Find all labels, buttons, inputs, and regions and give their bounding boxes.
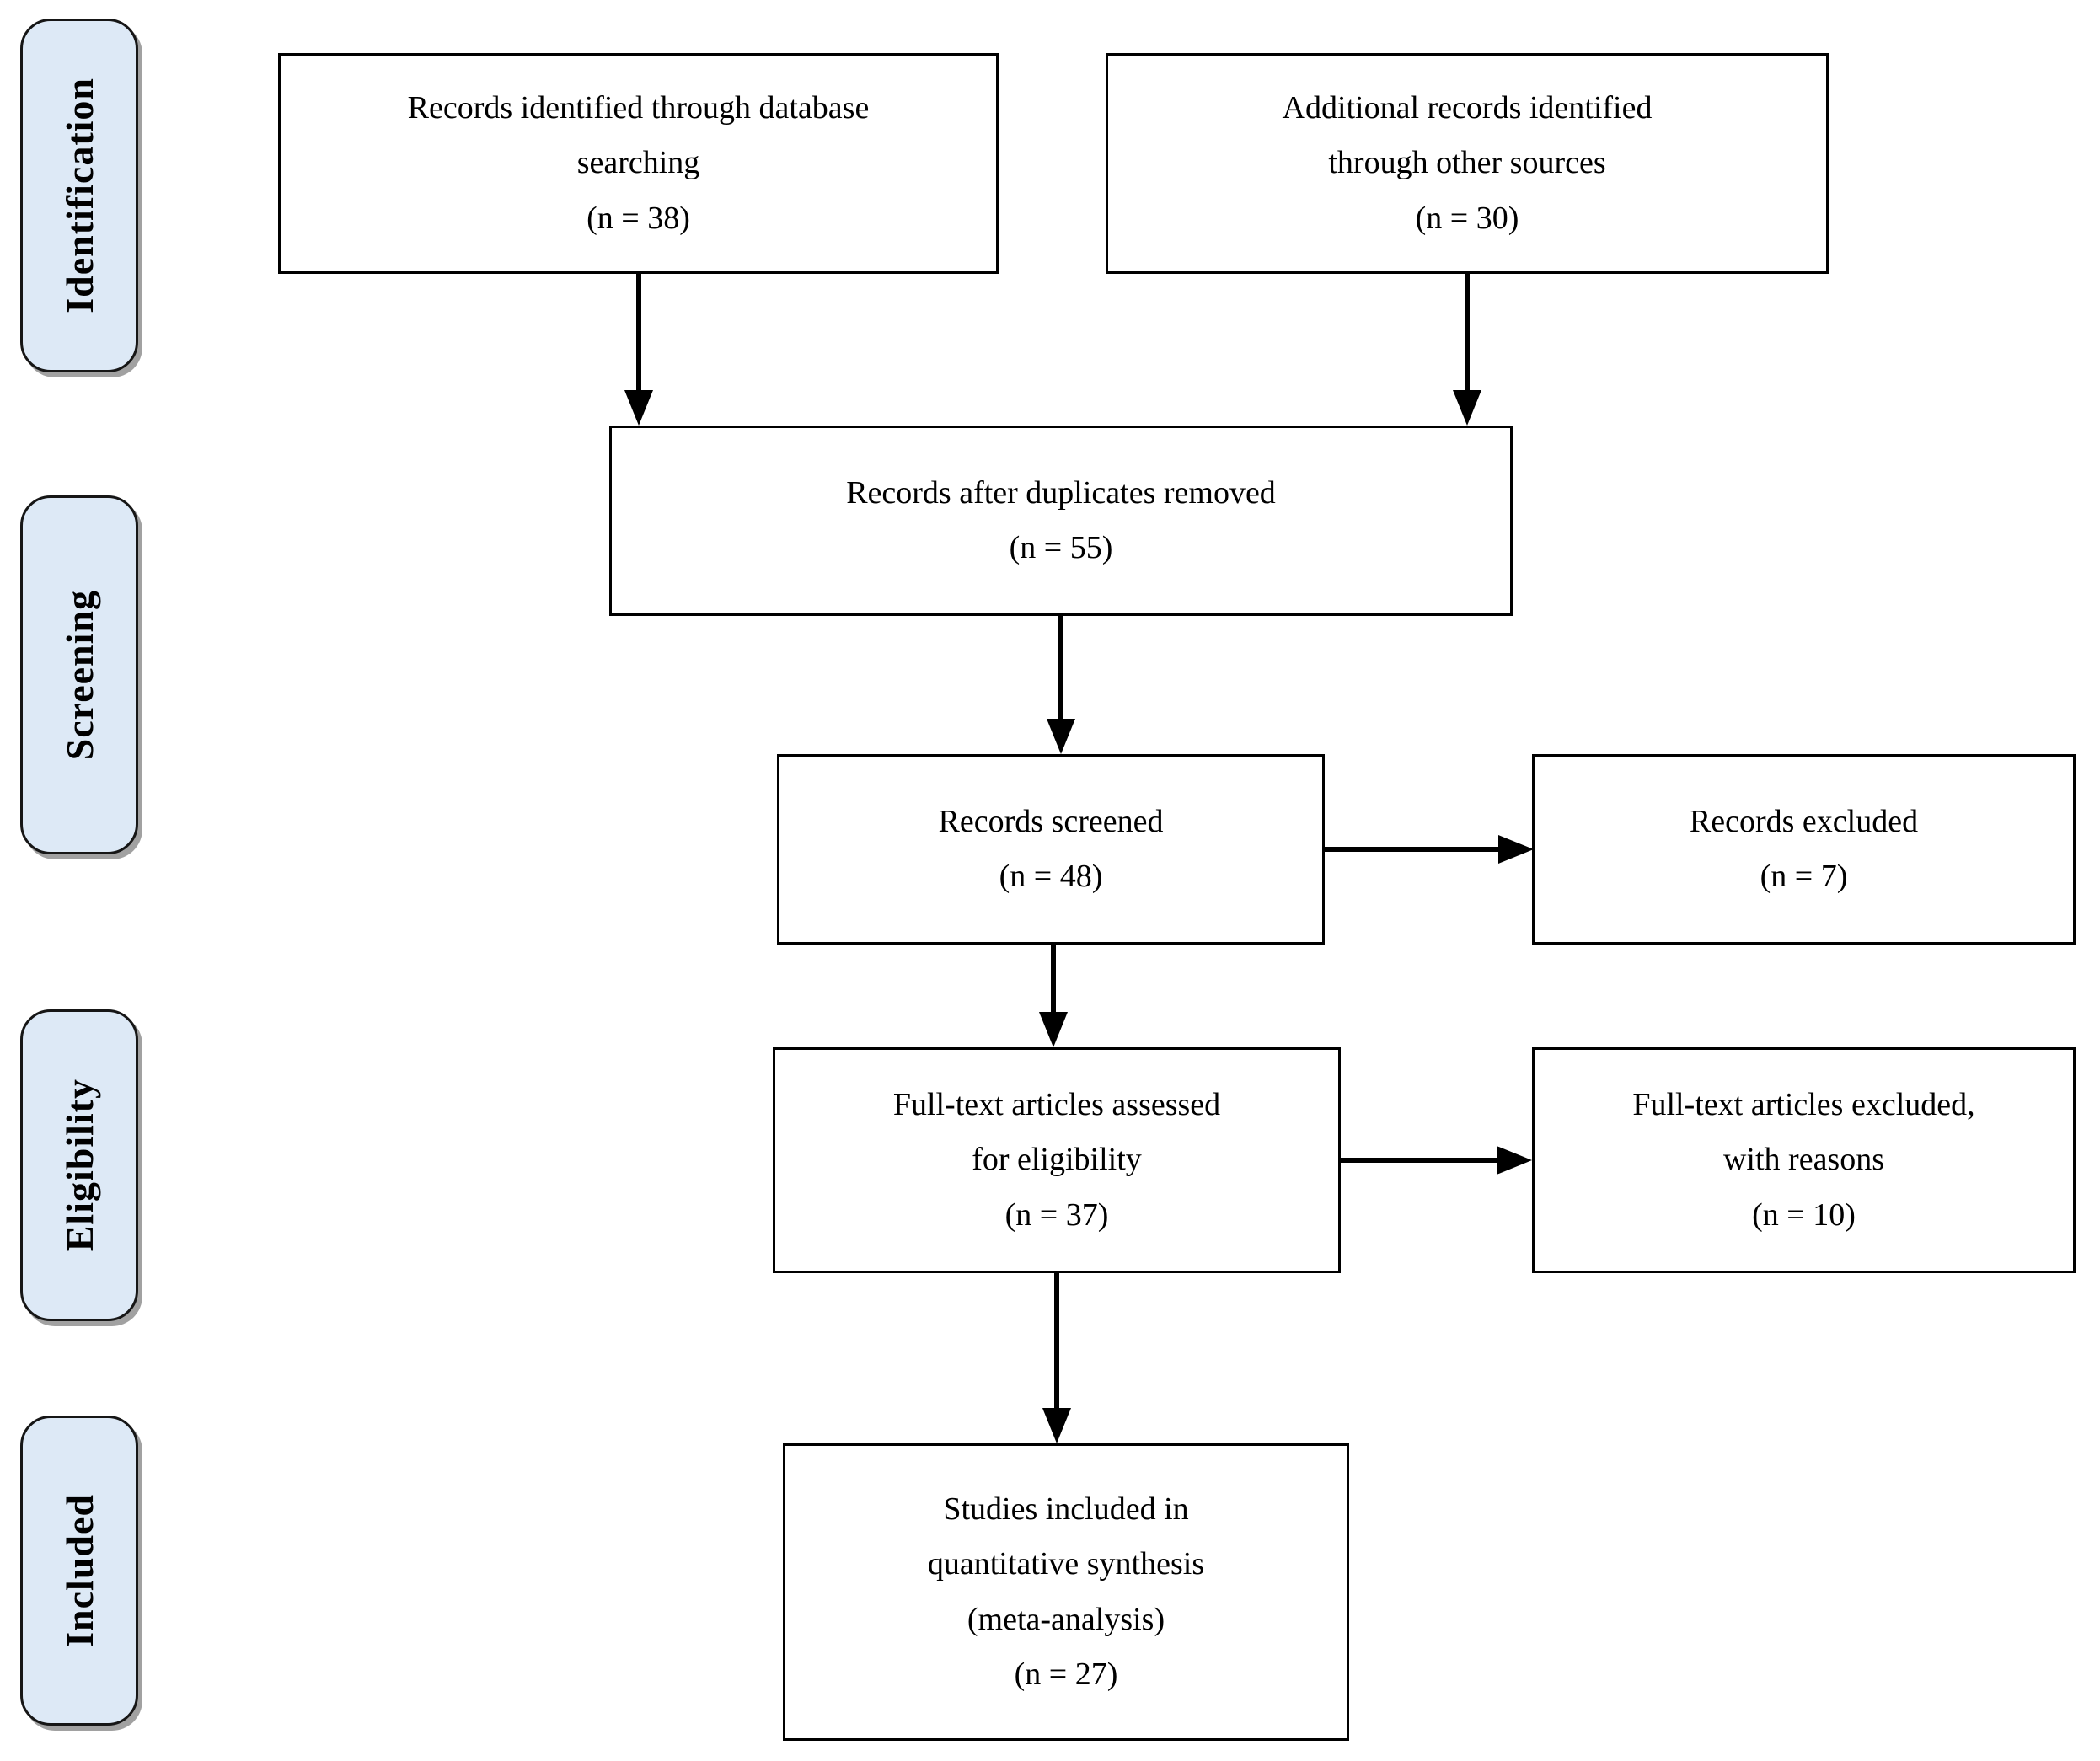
box-text-line: quantitative synthesis bbox=[927, 1546, 1205, 1582]
arrow-shaft bbox=[1341, 1158, 1498, 1163]
stage-identification: Identification bbox=[20, 19, 138, 372]
box-text-line: Records screened bbox=[938, 803, 1164, 839]
box-n-label: (n = 55) bbox=[1009, 530, 1113, 565]
arrow-shaft bbox=[1325, 847, 1500, 852]
arrow-head bbox=[624, 390, 653, 426]
box-records-excluded: Records excluded (n = 7) bbox=[1532, 754, 2076, 945]
arrow-shaft bbox=[1058, 616, 1063, 721]
arrow-shaft bbox=[636, 274, 641, 393]
box-n-label: (n = 38) bbox=[587, 200, 690, 236]
stage-screening: Screening bbox=[20, 495, 138, 854]
box-text-line: for eligibility bbox=[972, 1142, 1142, 1178]
arrow-head bbox=[1042, 1408, 1071, 1443]
box-text-line: searching bbox=[576, 145, 700, 181]
box-records-screened: Records screened (n = 48) bbox=[777, 754, 1325, 945]
box-included-synthesis: Studies included in quantitative synthes… bbox=[783, 1443, 1349, 1741]
arrow-shaft bbox=[1465, 274, 1470, 393]
arrow-head bbox=[1039, 1012, 1068, 1047]
stage-eligibility: Eligibility bbox=[20, 1009, 138, 1321]
stage-label: Identification bbox=[57, 78, 101, 313]
stage-label: Screening bbox=[57, 589, 101, 761]
box-after-duplicates: Records after duplicates removed (n = 55… bbox=[609, 426, 1513, 616]
box-text-line: with reasons bbox=[1722, 1142, 1885, 1178]
arrow-shaft bbox=[1051, 945, 1056, 1014]
box-text-line: Additional records identified bbox=[1282, 89, 1653, 126]
box-n-label: (n = 27) bbox=[1014, 1656, 1118, 1692]
arrow-head bbox=[1497, 1146, 1532, 1175]
box-n-label: (n = 7) bbox=[1760, 859, 1848, 894]
box-fulltext-excluded: Full-text articles excluded, with reason… bbox=[1532, 1047, 2076, 1273]
box-n-label: (n = 48) bbox=[999, 859, 1103, 894]
arrow-shaft bbox=[1054, 1273, 1059, 1410]
stage-label: Included bbox=[57, 1494, 101, 1647]
box-text-line: through other sources bbox=[1328, 145, 1606, 181]
box-additional-records: Additional records identified through ot… bbox=[1106, 53, 1829, 274]
box-n-label: (n = 30) bbox=[1415, 200, 1519, 236]
stage-label: Eligibility bbox=[57, 1079, 101, 1252]
box-text-line: Records identified through database bbox=[407, 89, 870, 126]
box-fulltext-assessed: Full-text articles assessed for eligibil… bbox=[773, 1047, 1341, 1273]
box-text-line: Records after duplicates removed bbox=[846, 474, 1276, 511]
arrow-head bbox=[1453, 390, 1481, 426]
box-text-line: Studies included in bbox=[943, 1491, 1189, 1527]
box-records-identified: Records identified through database sear… bbox=[278, 53, 999, 274]
box-text-line: Records excluded bbox=[1689, 803, 1919, 839]
arrow-head bbox=[1498, 835, 1534, 864]
box-text-line: Full-text articles excluded, bbox=[1632, 1086, 1975, 1122]
arrow-head bbox=[1047, 719, 1075, 754]
box-n-label: (n = 37) bbox=[1004, 1196, 1109, 1233]
box-text-line: (meta-analysis) bbox=[967, 1601, 1165, 1637]
stage-included: Included bbox=[20, 1416, 138, 1726]
box-text-line: Full-text articles assessed bbox=[892, 1086, 1221, 1122]
box-n-label: (n = 10) bbox=[1752, 1196, 1856, 1233]
